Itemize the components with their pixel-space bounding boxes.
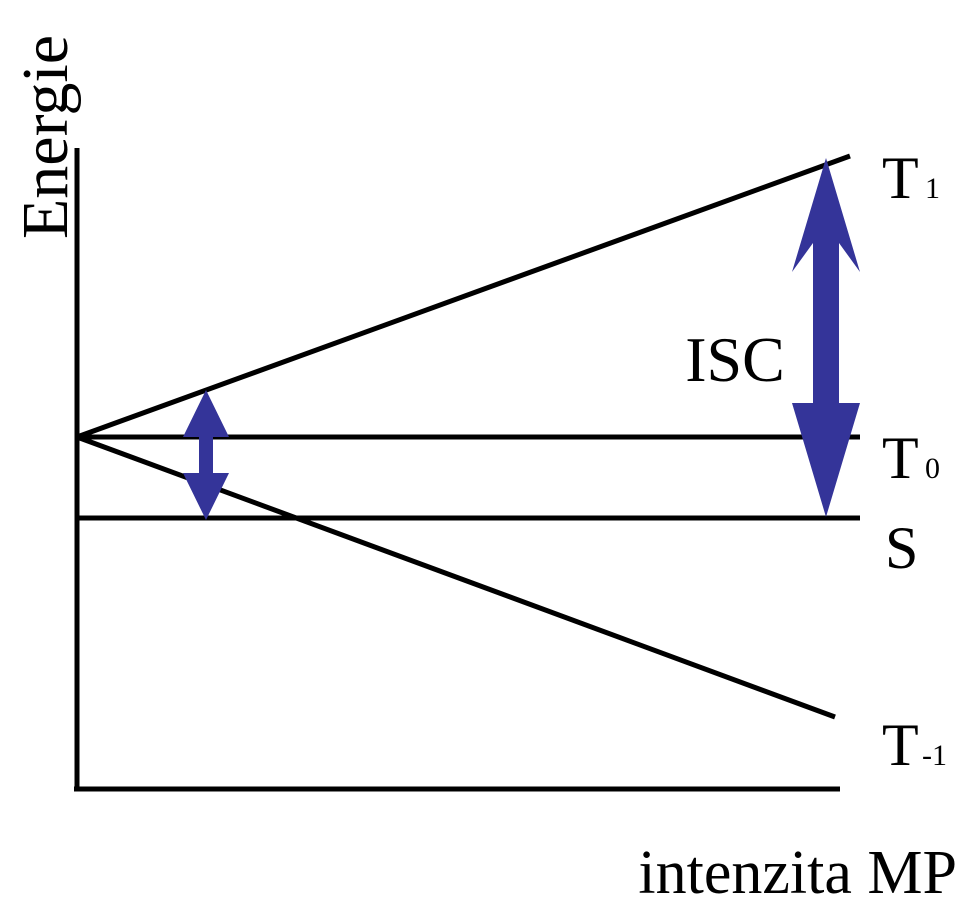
x-axis-label: intenzita MP xyxy=(638,839,957,900)
t-minus1-label: T -1 xyxy=(882,712,947,778)
t0-label-sub: 0 xyxy=(925,452,940,485)
t1-label: T 1 xyxy=(882,145,940,211)
t0-label-main: T xyxy=(882,425,919,491)
t0-label: T 0 xyxy=(882,425,940,491)
t1-label-main: T xyxy=(882,145,919,211)
small-double-arrow xyxy=(183,390,229,520)
t-minus1-label-sub: -1 xyxy=(922,739,947,772)
isc-double-arrow xyxy=(792,158,860,517)
s-label: S xyxy=(885,515,918,581)
t1-label-sub: 1 xyxy=(925,172,940,205)
t1-level-line xyxy=(76,153,851,440)
t-minus1-label-main: T xyxy=(882,712,919,778)
isc-label: ISC xyxy=(685,324,785,395)
y-axis-label: Energie xyxy=(9,35,82,239)
